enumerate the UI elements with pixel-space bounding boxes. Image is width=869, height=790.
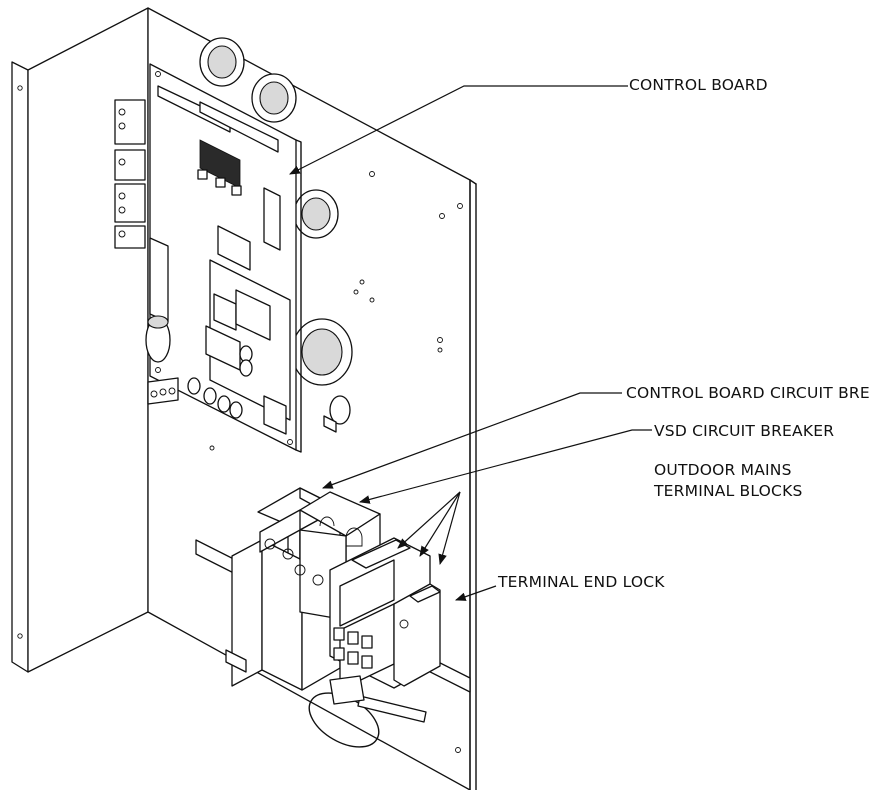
label-control-board-circuit-breaker: CONTROL BOARD CIRCUIT BREAKER	[626, 384, 869, 402]
label-outdoor-mains-line1: OUTDOOR MAINS	[654, 461, 792, 479]
label-vsd-circuit-breaker: VSD CIRCUIT BREAKER	[654, 422, 835, 440]
terminal-blocks	[329, 537, 441, 691]
label-control-board: CONTROL BOARD	[629, 76, 768, 94]
label-terminal-end-lock: TERMINAL END LOCK	[498, 573, 665, 591]
cable-grommets	[199, 37, 353, 386]
label-outdoor-mains-line2: TERMINAL BLOCKS	[654, 482, 803, 500]
cable-tie	[308, 675, 427, 748]
callout-leaders	[289, 85, 652, 601]
control-board-pcb	[114, 63, 351, 453]
